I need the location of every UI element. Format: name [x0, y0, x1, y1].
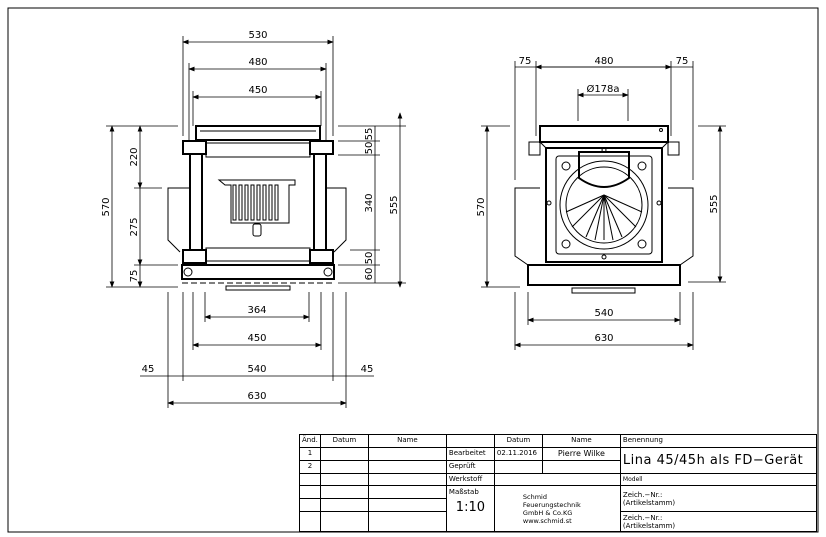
dim-540-side: 540 [594, 308, 613, 319]
dim-60: 60 [364, 268, 375, 281]
bearbeitet-name: Pierre Wilke [541, 446, 621, 461]
rev-number-2: 2 [299, 459, 321, 474]
company-info: Schmid Feuerungstechnik GmbH & Co.KG www… [493, 485, 621, 532]
dim-570-side: 570 [476, 197, 487, 216]
bearbeitet-date: 02.11.2016 [493, 446, 543, 461]
zeich-nr-2: Zeich.−Nr.: (Artikelstamm) [619, 511, 818, 532]
drawing-frame [7, 7, 819, 533]
rev-header-aend: Änd. [299, 434, 321, 448]
dim-75-left: 75 [519, 56, 532, 67]
dim-50-top: 50 [364, 142, 375, 155]
dim-450: 450 [248, 85, 267, 96]
dim-45-right: 45 [361, 364, 374, 375]
dim-75-right: 75 [676, 56, 689, 67]
dim-480-side: 480 [594, 56, 613, 67]
front-view: 530 480 450 570 220 275 75 55 50 340 50 … [101, 30, 406, 408]
massstab-value: 1:10 [455, 500, 485, 516]
side-view: 75 480 75 Ø178a 570 555 540 630 [476, 56, 726, 350]
rev-header-name: Name [367, 434, 447, 448]
dim-45-left: 45 [142, 364, 155, 375]
benennung-label: Benennung [619, 434, 818, 448]
dim-flue-diameter: Ø178a [586, 83, 619, 95]
dim-340: 340 [364, 193, 375, 212]
title-block: Änd. Datum Name Datum Name Benennung 1 B… [299, 434, 818, 532]
dim-450-bottom: 450 [247, 333, 266, 344]
dim-55: 55 [364, 128, 375, 141]
werkstoff-label: Werkstoff [445, 472, 495, 487]
dim-555-side: 555 [709, 194, 720, 213]
zeich-nr-1: Zeich.−Nr.: (Artikelstamm) [619, 485, 818, 513]
dim-275: 275 [129, 217, 140, 236]
dim-530: 530 [248, 30, 267, 41]
dim-50-bottom: 50 [364, 252, 375, 265]
dim-630: 630 [247, 391, 266, 402]
rev-header-datum: Datum [319, 434, 369, 448]
geprueft-label: Geprüft [445, 459, 495, 474]
massstab-label: Maßstab [448, 488, 479, 497]
dim-555: 555 [389, 195, 400, 214]
dim-570: 570 [101, 197, 112, 216]
bearbeitet-label: Bearbeitet [445, 446, 495, 461]
dim-630-side: 630 [594, 333, 613, 344]
header-datum: Datum [493, 434, 543, 448]
dim-75: 75 [129, 270, 140, 283]
rev-number-1: 1 [299, 446, 321, 461]
dim-540: 540 [247, 364, 266, 375]
dim-220: 220 [129, 147, 140, 166]
header-name: Name [541, 434, 621, 448]
flue-collar [578, 151, 630, 188]
benennung-value: Lina 45/45h als FD−Gerät [619, 446, 818, 474]
grate [217, 179, 296, 224]
modell-label: Modell [619, 472, 818, 487]
dim-364: 364 [247, 305, 266, 316]
dim-480: 480 [248, 57, 267, 68]
burner-rays [565, 194, 643, 241]
